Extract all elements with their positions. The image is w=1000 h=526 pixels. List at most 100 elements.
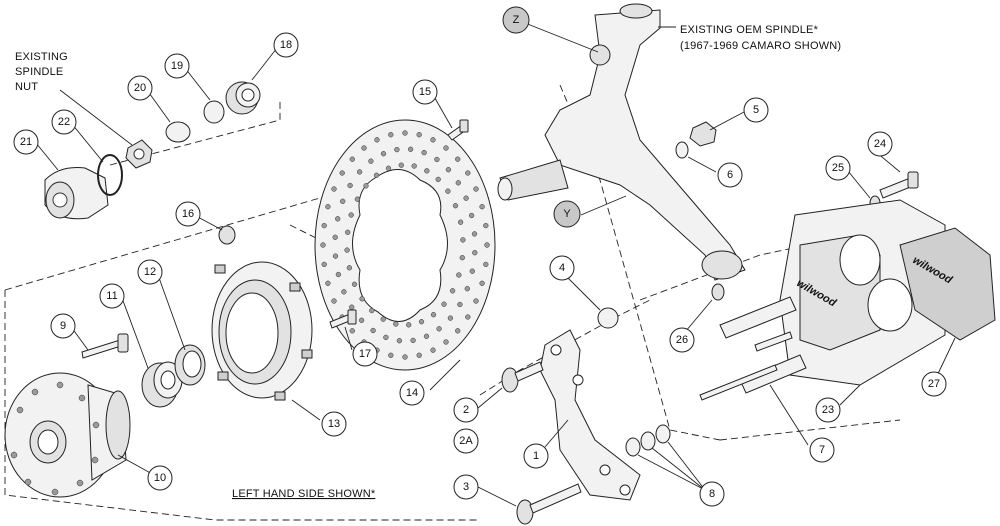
callout-25: 25 (825, 155, 851, 181)
rotor-drill-hole (349, 156, 355, 162)
rotor-drill-hole (361, 145, 367, 151)
callout-15: 15 (412, 79, 438, 105)
nut-5 (689, 121, 717, 147)
callout-21: 21 (13, 129, 39, 155)
rotor-drill-hole (331, 298, 337, 304)
rotor-drill-hole (396, 338, 403, 344)
rotor-drill-hole (449, 288, 456, 294)
washer-19 (203, 100, 225, 124)
svg-text:2: 2 (463, 404, 469, 416)
rotor-drill-hole (394, 146, 400, 153)
rotor-drill-hole (349, 304, 355, 310)
washer-6 (675, 141, 689, 159)
svg-text:4: 4 (559, 262, 565, 274)
callout-27: 27 (921, 371, 947, 397)
svg-text:12: 12 (144, 266, 156, 278)
rotor-drill-hole (346, 265, 353, 271)
rotor-drill-hole (468, 212, 475, 219)
callout-26: 26 (669, 327, 695, 353)
hub-stud-holes (10, 381, 100, 496)
svg-text:24: 24 (874, 138, 886, 150)
svg-text:7: 7 (819, 444, 825, 456)
rotor-drill-hole (416, 352, 422, 358)
rotor-drill-hole (345, 229, 351, 235)
caption-spindle-nut: EXISTING SPINDLE NUT (15, 51, 68, 93)
svg-text:19: 19 (171, 60, 183, 72)
callout-12: 12 (137, 259, 163, 285)
svg-text:17: 17 (359, 348, 371, 360)
rotor-drill-hole (418, 319, 425, 325)
caption-oem-spindle-line1: EXISTING OEM SPINDLE* (680, 24, 819, 36)
rotor-drill-hole (388, 132, 394, 138)
svg-text:5: 5 (753, 104, 759, 116)
rotor-drill-hole (457, 301, 463, 308)
rotor-drill-hole (435, 176, 441, 183)
rotor-drill-hole (356, 169, 363, 175)
washer-16 (218, 225, 236, 245)
rotor-adapter (211, 261, 313, 401)
callout-13: 13 (321, 411, 347, 437)
caliper-bracket (539, 329, 641, 501)
svg-text:13: 13 (328, 418, 340, 430)
rotor-drill-hole (388, 352, 394, 358)
rotor-drill-hole (473, 186, 479, 192)
rotor-drill-hole (406, 322, 412, 328)
svg-text:15: 15 (419, 86, 431, 98)
rotor-drill-hole (423, 333, 430, 339)
rotor-drill-hole (441, 301, 447, 307)
svg-text:14: 14 (406, 387, 418, 399)
rotor-drill-hole (411, 163, 417, 169)
rotor-drill-hole (369, 307, 375, 314)
rotor-drill-hole (460, 237, 466, 243)
rotor-drill-hole (354, 196, 361, 202)
rotor-drill-hole (340, 198, 346, 204)
svg-text:20: 20 (134, 82, 146, 94)
rotor-drill-hole (479, 280, 485, 286)
callout-8: 8 (699, 481, 725, 507)
oem-spindle (497, 3, 746, 281)
callout-2: 2 (453, 397, 479, 423)
wheel-stud (81, 333, 129, 359)
rotor-drill-hole (383, 334, 389, 341)
rotor-drill-hole (445, 167, 452, 173)
svg-text:8: 8 (709, 488, 715, 500)
svg-text:25: 25 (832, 162, 844, 174)
rotor-drill-hole (459, 255, 465, 261)
callout-19: 19 (164, 53, 190, 79)
rotor-drill-hole (349, 328, 355, 334)
callout-1: 1 (523, 443, 549, 469)
rotor-drill-hole (436, 326, 442, 332)
rotor-drill-hole (321, 261, 327, 268)
rotor-drill-hole (479, 204, 485, 210)
callout-bubbles: 21 22 20 19 18 15 16 Z Y 5 6 24 25 9 11 … (13, 6, 947, 507)
rotor-drill-hole (455, 328, 461, 334)
rotor-drill-hole (321, 222, 327, 229)
callout-y: Y (553, 200, 581, 228)
callout-2a: 2A (453, 428, 479, 454)
svg-text:Z: Z (513, 14, 520, 26)
rotor-drill-hole (455, 156, 461, 162)
rotor-drill-hole (484, 242, 490, 248)
inner-bearing (225, 81, 261, 115)
bearing-race (174, 344, 206, 386)
shims (625, 424, 671, 457)
caption-oem-spindle: EXISTING OEM SPINDLE* (1967-1969 CAMARO … (680, 24, 841, 52)
caption-spindle-nut-line3: NUT (15, 81, 38, 93)
rotor-drill-hole (452, 203, 459, 209)
rotor-drill-hole (341, 289, 347, 295)
rotor-drill-hole (359, 296, 365, 302)
callout-3: 3 (453, 474, 479, 500)
rotor-drill-hole (335, 216, 341, 222)
caliper-mount-bolt (879, 171, 919, 199)
svg-text:2A: 2A (459, 435, 473, 447)
callout-23: 23 (815, 397, 841, 423)
bolt-2 (501, 361, 544, 393)
rotor-drill-hole (465, 170, 471, 176)
rotor-bolt (329, 309, 357, 329)
rotor-drill-hole (385, 165, 392, 171)
callout-24: 24 (867, 131, 893, 157)
rotor-drill-hole (430, 137, 436, 143)
callout-18: 18 (273, 32, 299, 58)
rotor-drill-hole (331, 186, 337, 192)
